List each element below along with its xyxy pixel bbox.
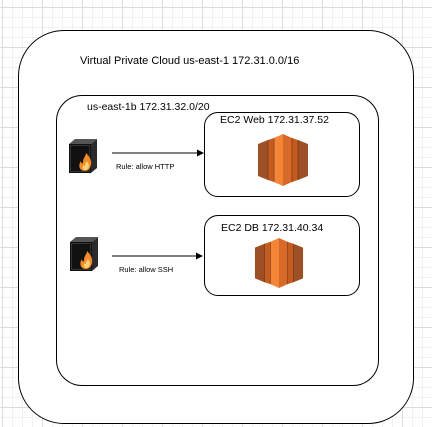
ec2-db-label: EC2 DB 172.31.40.34 xyxy=(221,222,324,234)
vpc-label: Virtual Private Cloud us-east-1 172.31.0… xyxy=(80,55,300,67)
ec2-instance-icon xyxy=(258,134,308,186)
subnet-label: us-east-1b 172.31.32.0/20 xyxy=(87,101,210,113)
http-arrow xyxy=(112,149,204,157)
ssh-arrow xyxy=(112,252,203,260)
firewall-icon xyxy=(70,237,98,271)
ec2-instance-icon xyxy=(254,238,304,288)
firewall-icon xyxy=(69,139,97,173)
rule-ssh-label: Rule: allow SSH xyxy=(119,265,174,274)
rule-http-label: Rule: allow HTTP xyxy=(116,162,175,171)
ec2-web-label: EC2 Web 172.31.37.52 xyxy=(220,114,329,126)
